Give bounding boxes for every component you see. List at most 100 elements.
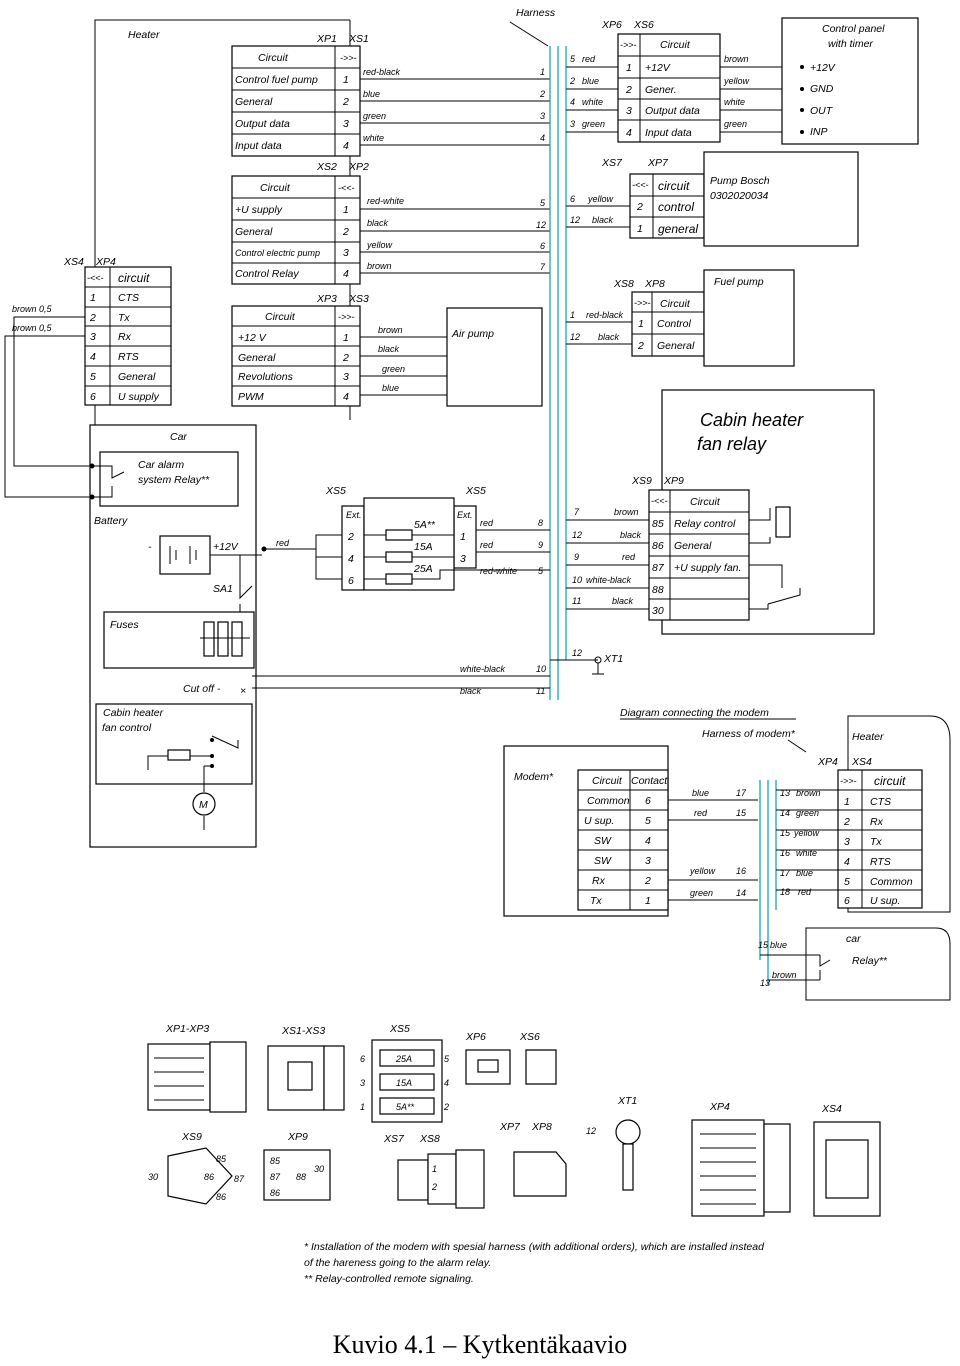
xs8-label: XS8 — [613, 278, 634, 290]
xp6-row3-name: Output data — [645, 105, 700, 117]
xp9-hpin3: 9 — [574, 552, 579, 562]
harness-bundle: Harness — [509, 7, 598, 700]
modem-row3-pin: 4 — [645, 835, 651, 847]
modem-harness-pin3: 15 — [780, 828, 791, 838]
modem-section: Diagram connecting the modem Harness of … — [503, 707, 951, 1001]
xs6b-label: XS6 — [519, 1031, 540, 1043]
modem-row1-pin: 6 — [645, 795, 651, 807]
harness-modem-label: Harness of modem* — [702, 728, 796, 740]
xp9-pin-87: 87 — [270, 1172, 281, 1182]
cabin-relay-label-1: Cabin heater — [700, 410, 804, 430]
modem-row5-pin: 2 — [644, 875, 651, 887]
xp8-connector-table: XS8 XP8 ->>- Circuit 1 2 Control General… — [566, 269, 795, 367]
figure-caption: Kuvio 4.1 – Kytkentäkaavio — [332, 1330, 628, 1359]
xs7-xs8-connector-icon — [397, 1159, 429, 1201]
xp1-row1-name: Control fuel pump — [235, 74, 318, 86]
xp6b-label: XP6 — [465, 1031, 486, 1043]
xp7-row1-pin: 2 — [636, 201, 643, 213]
cabin-ctrl-label-1: Cabin heater — [103, 707, 164, 719]
xp9-pin-85: 85 — [270, 1156, 281, 1166]
wiring-diagram: Heater XP1 XS1 Circuit ->>- Control fuel… — [4, 7, 951, 1285]
xp7-hpin2: 12 — [570, 215, 580, 225]
xp2-hpin3: 6 — [540, 241, 545, 251]
diagram-modem-label: Diagram connecting the modem — [620, 707, 769, 719]
xp3-wire4: blue — [382, 383, 399, 393]
modem-wire6: green — [690, 888, 713, 898]
xs4-right-name4: RTS — [870, 856, 891, 868]
xs5-right-pin1: 1 — [460, 531, 466, 543]
xp2-row1-pin: 1 — [343, 204, 349, 216]
xp9-hpin5: 11 — [572, 596, 581, 606]
xt1b-label: XT1 — [617, 1095, 637, 1107]
xp9-pin-88: 88 — [296, 1172, 306, 1182]
xs4-right-pin1: 1 — [844, 796, 850, 808]
xs4-right-name1: CTS — [870, 796, 891, 808]
xp1-hpin1: 1 — [540, 67, 545, 77]
xp8-hwire2: black — [598, 332, 620, 342]
xp7-label: XP7 — [647, 157, 669, 169]
cutoff-label: Cut off - — [183, 683, 221, 695]
xp9-pin-30: 30 — [314, 1164, 324, 1174]
battery-plus-12v: +12V — [213, 541, 239, 553]
xp9-hwire1: brown — [614, 507, 639, 517]
xp3-row4-pin: 4 — [343, 391, 349, 403]
xp1-row3-name: Output data — [235, 118, 290, 130]
xp4-row3-pin: 3 — [90, 331, 96, 343]
xp2-row3-pin: 3 — [343, 247, 349, 259]
xs1xs3-label: XS1-XS3 — [281, 1025, 325, 1037]
xp2-hpin2: 12 — [536, 220, 546, 230]
xp1-wire2: blue — [363, 89, 380, 99]
xp1-connector-table: Circuit ->>- Control fuel pump General O… — [231, 45, 550, 157]
xs5-left-pin1: 2 — [347, 531, 354, 543]
sa1-label: SA1 — [213, 583, 233, 595]
modem-harness-wire5: blue — [796, 868, 813, 878]
xp3-row3-pin: 3 — [343, 371, 349, 383]
xp8-hwire1: red-black — [586, 310, 624, 320]
xs9-pin-85: 85 — [216, 1154, 227, 1164]
xp6-row1-name: +12V — [645, 62, 671, 74]
xs6-connector-icon — [525, 1049, 557, 1085]
modem-harness-wire1: brown — [796, 788, 821, 798]
xp2-hpin1: 5 — [540, 198, 546, 208]
xs4-right-name5: Common — [870, 876, 913, 888]
xs8-illustration-pin1: 1 — [432, 1164, 437, 1174]
xp1-row1-pin: 1 — [343, 74, 349, 86]
xp9-header: Circuit — [690, 496, 721, 508]
modem-row2-pin: 5 — [645, 815, 651, 827]
modem-harness-pin1: 13 — [780, 788, 790, 798]
xp8-label: XP8 — [644, 278, 665, 290]
xp1-row4-name: Input data — [235, 140, 282, 152]
xp6-wire2: yellow — [723, 76, 750, 86]
xs5-illustration-pin4: 5 — [444, 1054, 450, 1064]
xp7b-label: XP7 — [499, 1121, 521, 1133]
car-relay-pin2: 13 — [760, 978, 770, 988]
xp9-row1-name: Relay control — [674, 518, 736, 530]
xp7-hwire2: black — [592, 215, 614, 225]
xp1-hpin4: 4 — [540, 133, 545, 143]
xs9-pin-86-inner: 86 — [204, 1172, 214, 1182]
xp7-row2-pin: 1 — [637, 223, 643, 235]
modem-row3-name: SW — [594, 835, 612, 847]
xs5-fuse-illustration-2: 15A — [396, 1078, 412, 1088]
xp2-row3-name: Control electric pump — [235, 248, 320, 258]
cutoff-x-icon: × — [240, 685, 246, 697]
xs4-right-pin6: 6 — [844, 895, 850, 907]
modem-harness-wire2: green — [796, 808, 819, 818]
xp3-row1-name: +12 V — [238, 332, 267, 344]
xt1-hpin: 12 — [572, 648, 582, 658]
xs4-right-pin4: 4 — [844, 856, 850, 868]
xs5-wire2: red — [480, 540, 494, 550]
battery-wire-red: red — [276, 538, 290, 548]
xp7-header: circuit — [658, 179, 690, 193]
xp4-row6-name: U supply — [118, 391, 160, 403]
xp9-hwire2: black — [620, 530, 642, 540]
xp2-row4-name: Control Relay — [235, 268, 299, 280]
fuse-15a-label: 15A — [414, 541, 433, 553]
xp1-row2-pin: 2 — [342, 96, 349, 108]
xp9-relay-icon — [263, 1149, 331, 1201]
connector-arrow-icon: ->>- — [620, 40, 637, 50]
xp4-row4-pin: 4 — [90, 351, 96, 363]
footnote-3: ** Relay-controlled remote signaling. — [304, 1273, 474, 1285]
modem-harness-pin2: 14 — [780, 808, 790, 818]
modem-wpin6: 14 — [736, 888, 746, 898]
